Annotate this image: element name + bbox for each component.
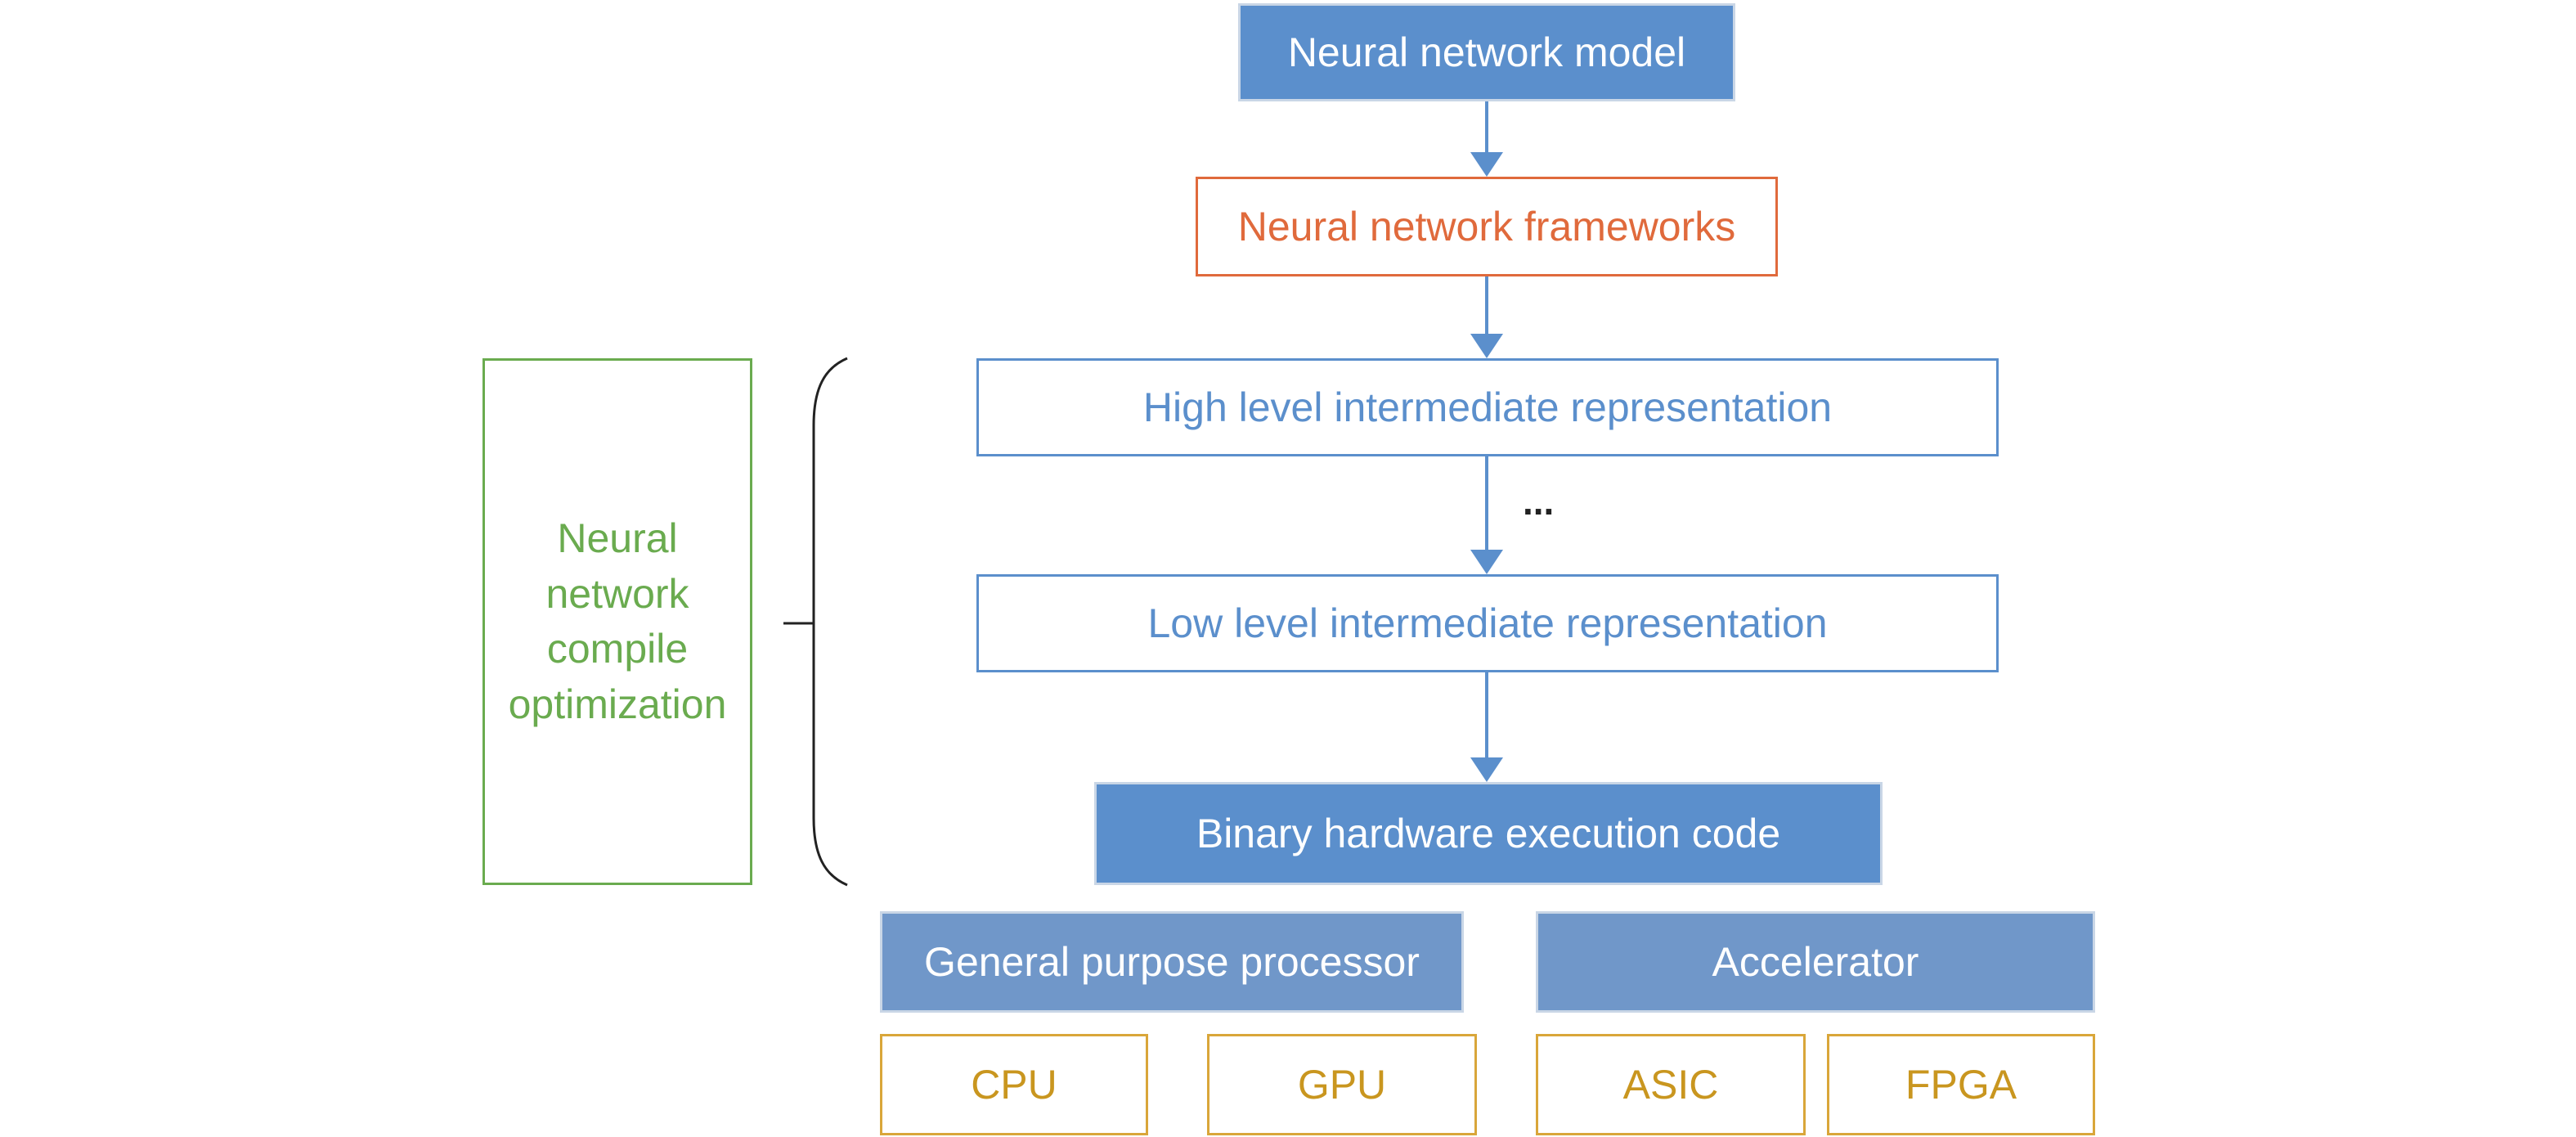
neural-network-compile-optimization-box: Neural network compile optimization bbox=[482, 358, 752, 885]
asic-box: ASIC bbox=[1536, 1034, 1806, 1135]
neural-network-frameworks-box: Neural network frameworks bbox=[1196, 177, 1778, 276]
gpu-box: GPU bbox=[1207, 1034, 1477, 1135]
binary-hardware-execution-code-box: Binary hardware execution code bbox=[1094, 782, 1883, 885]
arrow-frameworks-to-high-ir bbox=[1470, 276, 1503, 358]
arrow-high-ir-to-low-ir bbox=[1470, 456, 1503, 574]
cpu-box: CPU bbox=[880, 1034, 1148, 1135]
arrow-low-ir-to-binary bbox=[1470, 672, 1503, 782]
fpga-box: FPGA bbox=[1827, 1034, 2095, 1135]
low-level-ir-box: Low level intermediate representation bbox=[976, 574, 1999, 672]
curly-brace bbox=[783, 357, 848, 887]
general-purpose-processor-box: General purpose processor bbox=[880, 911, 1464, 1013]
arrow-model-to-frameworks bbox=[1470, 101, 1503, 177]
accelerator-box: Accelerator bbox=[1536, 911, 2095, 1013]
ellipsis-label: ... bbox=[1523, 480, 1555, 523]
high-level-ir-box: High level intermediate representation bbox=[976, 358, 1999, 456]
neural-network-model-box: Neural network model bbox=[1238, 3, 1735, 101]
